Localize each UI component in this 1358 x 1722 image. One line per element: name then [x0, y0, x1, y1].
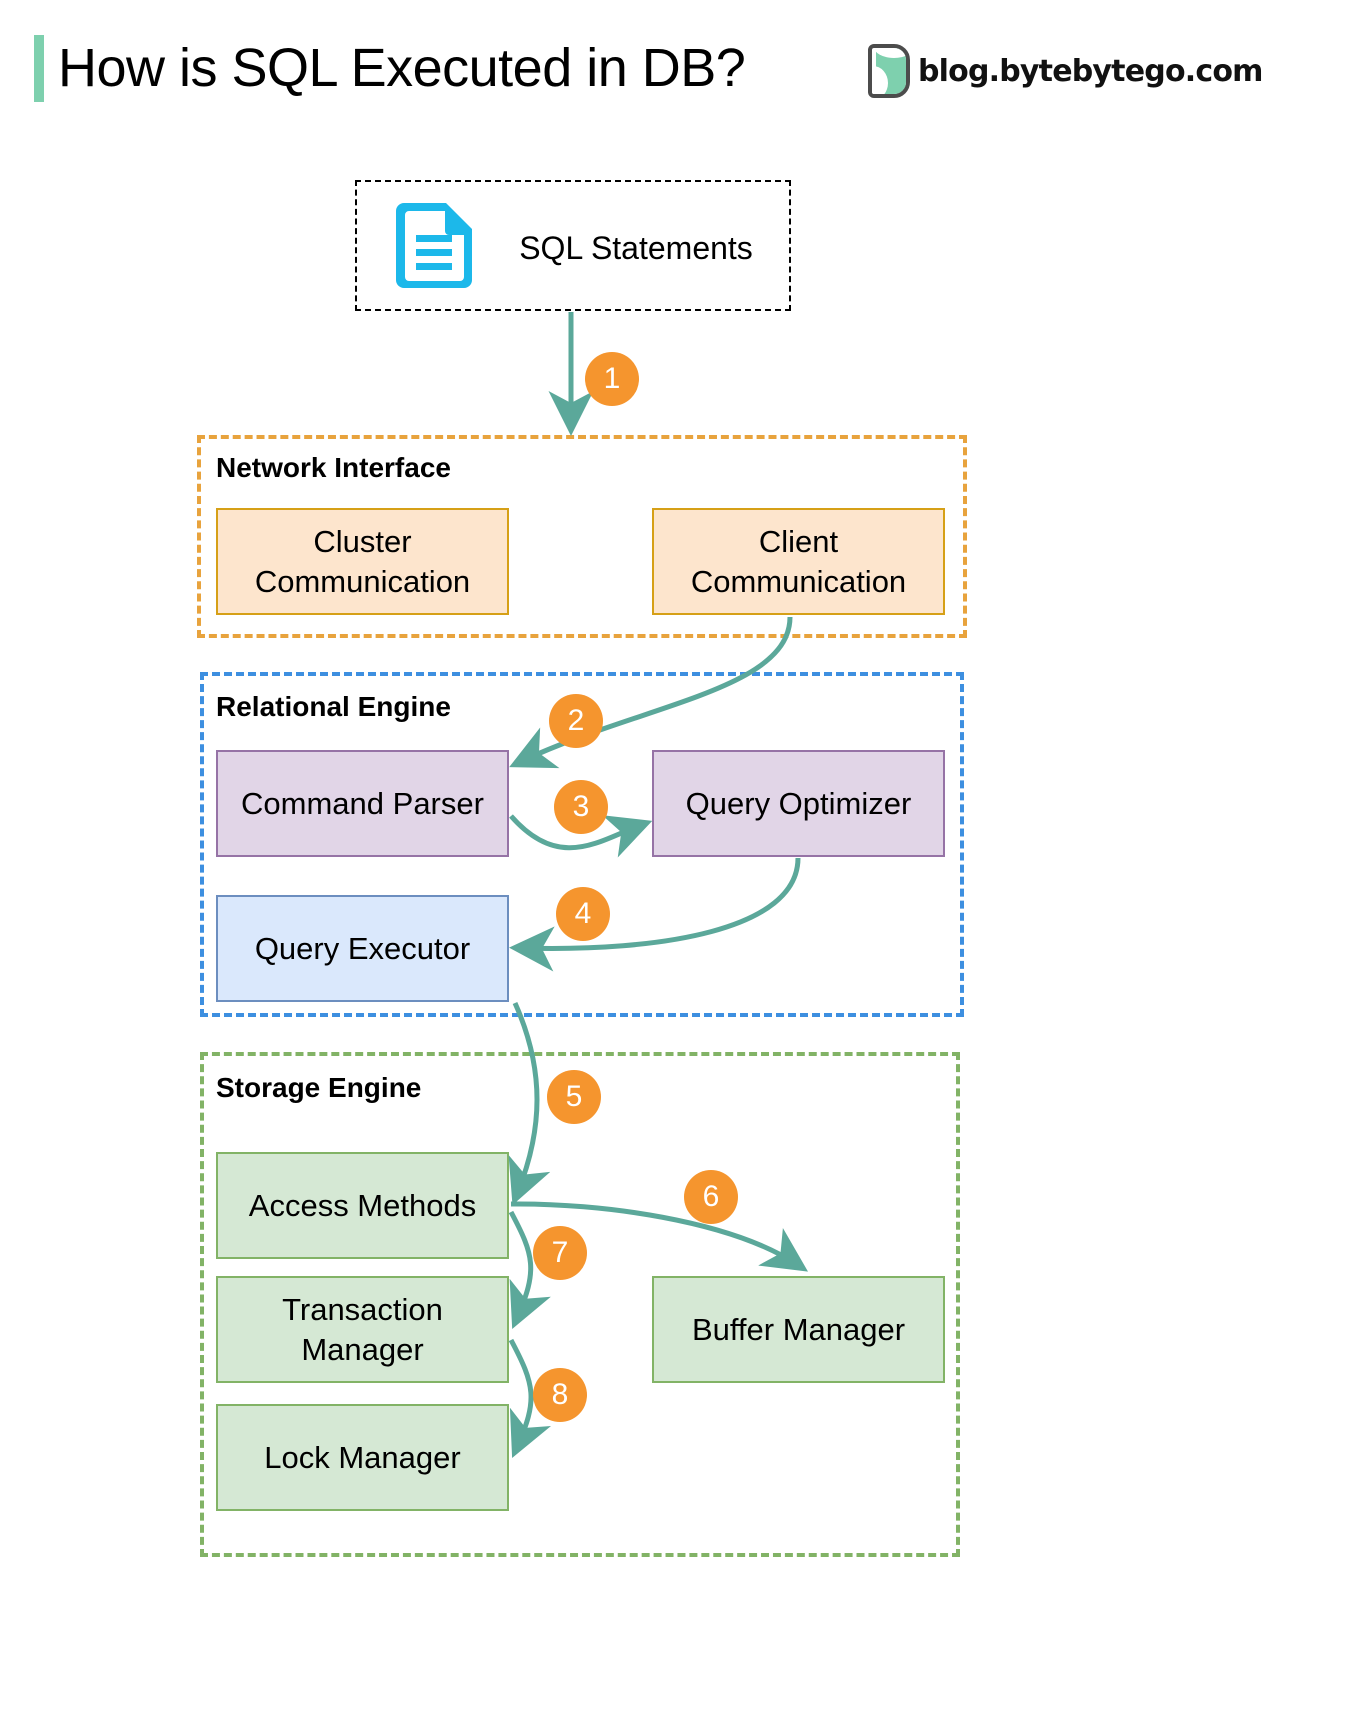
step-badge-5: 5: [547, 1070, 601, 1124]
step-badge-4: 4: [556, 887, 610, 941]
group-label-relational-engine: Relational Engine: [216, 691, 451, 722]
step-badge-7: 7: [533, 1226, 587, 1280]
page-title: How is SQL Executed in DB?: [58, 38, 746, 98]
page-header: How is SQL Executed in DB? blog.bytebyte…: [0, 0, 1358, 130]
node-lock-manager[interactable]: Lock Manager: [216, 1404, 509, 1511]
brand-url-label: blog.bytebytego.com: [918, 53, 1263, 89]
step-badge-8: 8: [533, 1368, 587, 1422]
node-query-optimizer[interactable]: Query Optimizer: [652, 750, 945, 857]
node-query-executor[interactable]: Query Executor: [216, 895, 509, 1002]
sql-statements-label: SQL Statements: [519, 230, 753, 266]
node-transaction-manager[interactable]: Transaction Manager: [216, 1276, 509, 1383]
group-label-storage-engine: Storage Engine: [216, 1072, 422, 1103]
group-label-network-interface: Network Interface: [216, 452, 451, 483]
node-client-communication[interactable]: Client Communication: [652, 508, 945, 615]
step-badge-1: 1: [585, 352, 639, 406]
node-cluster-communication[interactable]: Cluster Communication: [216, 508, 509, 615]
group-storage-engine: [200, 1052, 960, 1557]
title-accent-bar: [34, 35, 44, 102]
brand: blog.bytebytego.com: [868, 40, 1263, 102]
node-buffer-manager[interactable]: Buffer Manager: [652, 1276, 945, 1383]
document-icon: [390, 203, 478, 288]
step-badge-2: 2: [549, 694, 603, 748]
step-badge-3: 3: [554, 780, 608, 834]
step-badge-6: 6: [684, 1170, 738, 1224]
bytebytego-logo-icon: [868, 44, 910, 98]
node-command-parser[interactable]: Command Parser: [216, 750, 509, 857]
node-access-methods[interactable]: Access Methods: [216, 1152, 509, 1259]
